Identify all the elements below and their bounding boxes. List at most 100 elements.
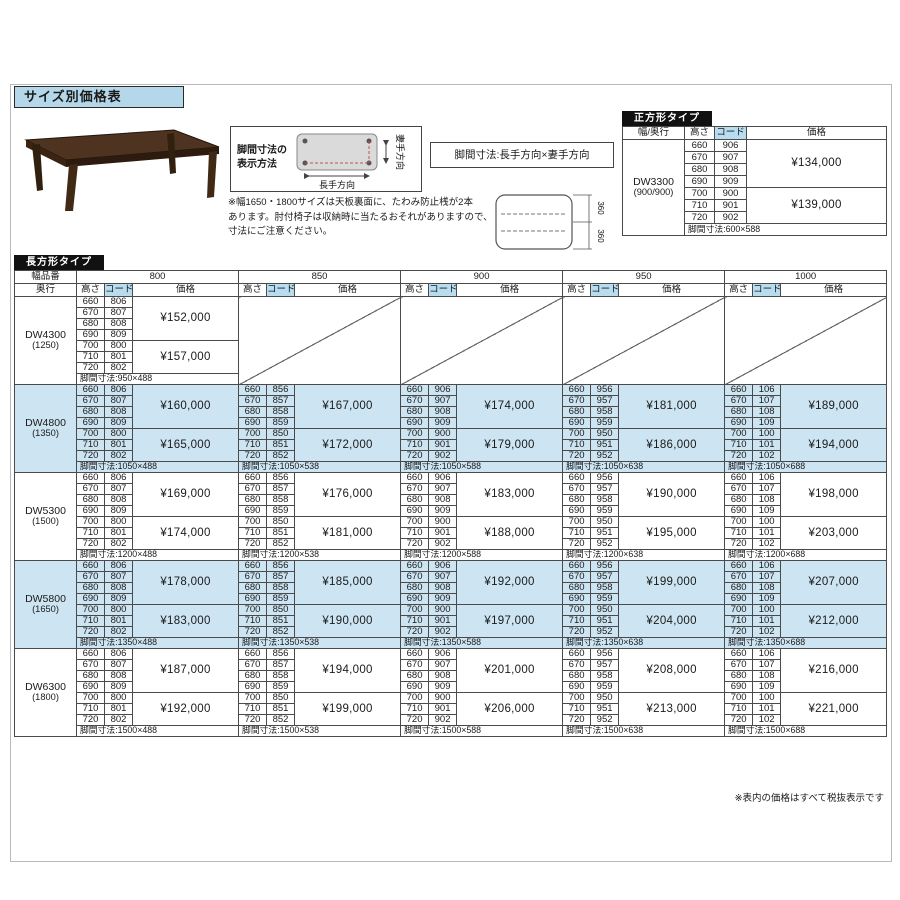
price-cell: ¥190,000 [294, 604, 402, 638]
code-cell: 806 [104, 384, 133, 396]
code-cell: 958 [590, 582, 620, 594]
price-cell: ¥186,000 [618, 428, 726, 462]
height-cell: 670 [238, 571, 268, 583]
height-cell: 660 [76, 648, 105, 660]
height-cell: 660 [76, 472, 105, 484]
height-cell: 690 [238, 593, 268, 605]
model-name: DW3300 [633, 176, 674, 189]
code-cell: 858 [266, 406, 296, 418]
code-cell: 100 [752, 692, 782, 704]
header-width-depth: 幅/奥行 [622, 126, 685, 140]
code-cell: 858 [266, 582, 296, 594]
code-cell: 908 [428, 406, 458, 418]
height-cell: 700 [76, 428, 105, 440]
price-cell: ¥206,000 [456, 692, 564, 726]
height-cell: 680 [562, 670, 592, 682]
price-cell: ¥213,000 [618, 692, 726, 726]
height-cell: 700 [76, 604, 105, 616]
code-cell: 952 [590, 450, 620, 462]
price-cell: ¥139,000 [746, 187, 887, 224]
width-header: 800 [75, 270, 240, 284]
code-cell: 908 [428, 494, 458, 506]
code-cell: 901 [428, 703, 458, 715]
price-cell: ¥134,000 [746, 139, 887, 188]
table-cell: 680 [684, 163, 715, 176]
height-cell: 680 [238, 406, 268, 418]
code-cell: 859 [266, 505, 296, 517]
dimension-360-top: 360 [596, 201, 605, 215]
code-cell: 808 [104, 406, 133, 418]
price-cell: ¥192,000 [456, 560, 564, 605]
code-cell: 808 [104, 670, 133, 682]
height-cell: 680 [400, 494, 430, 506]
height-cell: 720 [76, 538, 105, 550]
code-cell: 102 [752, 450, 782, 462]
height-cell: 680 [76, 318, 105, 330]
leg-dimension-cell: 脚間寸法:1350×488 [75, 637, 240, 649]
code-cell: 950 [590, 604, 620, 616]
height-cell: 700 [724, 604, 754, 616]
code-cell: 109 [752, 505, 782, 517]
code-cell: 952 [590, 626, 620, 638]
page-frame [10, 84, 892, 862]
model-cell: DW5300(1500) [14, 472, 77, 561]
height-cell: 670 [76, 659, 105, 671]
code-cell: 809 [104, 417, 133, 429]
model-cell: DW5800(1650) [14, 560, 77, 649]
code-cell: 851 [266, 703, 296, 715]
height-cell: 690 [724, 417, 754, 429]
code-cell: 950 [590, 692, 620, 704]
code-cell: 807 [104, 483, 133, 495]
height-cell: 690 [238, 681, 268, 693]
header-height: 高さ [238, 283, 268, 297]
height-cell: 710 [400, 703, 430, 715]
header-price: 価格 [780, 283, 888, 297]
height-cell: 690 [400, 593, 430, 605]
code-cell: 901 [428, 439, 458, 451]
height-cell: 690 [562, 593, 592, 605]
leg-dimension-cell: 脚間寸法:1050×538 [238, 461, 402, 473]
price-cell: ¥181,000 [618, 384, 726, 429]
code-cell: 906 [428, 472, 458, 484]
height-cell: 680 [400, 670, 430, 682]
height-cell: 660 [400, 648, 430, 660]
code-cell: 856 [266, 648, 296, 660]
height-cell: 680 [238, 670, 268, 682]
short-direction-label: 妻手方向 [395, 134, 406, 170]
height-cell: 660 [76, 560, 105, 572]
price-cell: ¥195,000 [618, 516, 726, 550]
price-cell: ¥199,000 [294, 692, 402, 726]
height-cell: 720 [724, 626, 754, 638]
height-cell: 690 [400, 681, 430, 693]
leg-dimension-cell: 脚間寸法:1200×588 [400, 549, 564, 561]
code-cell: 851 [266, 439, 296, 451]
code-cell: 102 [752, 538, 782, 550]
code-cell: 850 [266, 516, 296, 528]
code-cell: 857 [266, 483, 296, 495]
code-cell: 852 [266, 626, 296, 638]
code-cell: 906 [428, 384, 458, 396]
code-cell: 956 [590, 560, 620, 572]
height-cell: 700 [400, 516, 430, 528]
code-cell: 902 [428, 714, 458, 726]
code-cell: 106 [752, 648, 782, 660]
height-cell: 700 [238, 604, 268, 616]
code-cell: 851 [266, 615, 296, 627]
height-cell: 710 [400, 615, 430, 627]
height-cell: 670 [562, 571, 592, 583]
height-cell: 720 [400, 538, 430, 550]
price-cell: ¥221,000 [780, 692, 888, 726]
code-cell: 851 [266, 527, 296, 539]
height-cell: 720 [562, 538, 592, 550]
height-cell: 680 [724, 582, 754, 594]
code-cell: 959 [590, 681, 620, 693]
code-cell: 801 [104, 439, 133, 451]
height-cell: 660 [562, 560, 592, 572]
height-cell: 660 [238, 560, 268, 572]
model-cell: DW6300(1800) [14, 648, 77, 737]
code-cell: 850 [266, 692, 296, 704]
code-cell: 858 [266, 670, 296, 682]
height-cell: 700 [400, 604, 430, 616]
height-cell: 690 [238, 505, 268, 517]
table-cell: 710 [684, 199, 715, 212]
